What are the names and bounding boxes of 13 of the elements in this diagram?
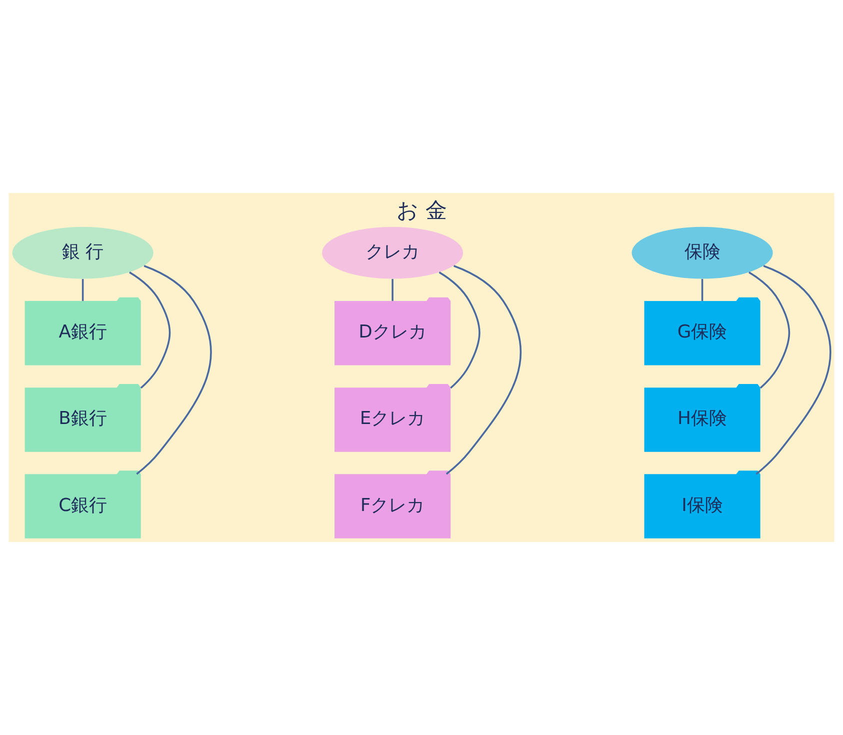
connector bbox=[438, 272, 480, 389]
connector bbox=[446, 265, 522, 475]
connector bbox=[756, 265, 832, 475]
connector bbox=[392, 278, 394, 301]
node-ellipse: 保険 bbox=[632, 226, 773, 279]
diagram-title: お 金 bbox=[396, 198, 446, 224]
node-ellipse: 銀 行 bbox=[12, 226, 154, 279]
connector bbox=[136, 265, 212, 475]
connector bbox=[701, 278, 704, 301]
connector bbox=[748, 272, 790, 389]
node-ellipse: クレカ bbox=[322, 226, 464, 279]
connector bbox=[129, 272, 171, 389]
connector bbox=[82, 278, 84, 301]
